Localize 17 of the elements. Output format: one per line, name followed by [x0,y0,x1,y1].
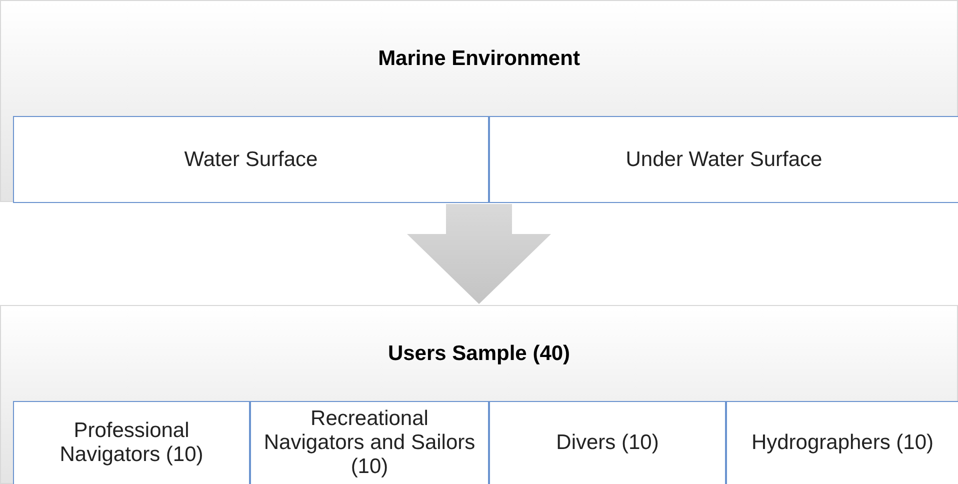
category-box [250,401,489,484]
category-label: Recreational Navigators and Sailors (10) [262,407,476,479]
category-box [13,401,250,484]
category-label: Professional Navigators (10) [58,419,204,467]
category-label: Under Water Surface [626,148,822,172]
group-band [0,305,958,484]
category-box [489,401,726,484]
category-label: Water Surface [184,148,318,172]
category-box [726,401,958,484]
category-label: Hydrographers (10) [751,431,934,455]
category-box [489,116,958,203]
block-arrow [407,204,551,304]
category-box [13,116,489,203]
band-heading: Users Sample (40) [388,340,570,367]
category-label: Divers (10) [556,431,659,455]
band-heading: Marine Environment [378,46,580,72]
group-band [0,0,958,202]
